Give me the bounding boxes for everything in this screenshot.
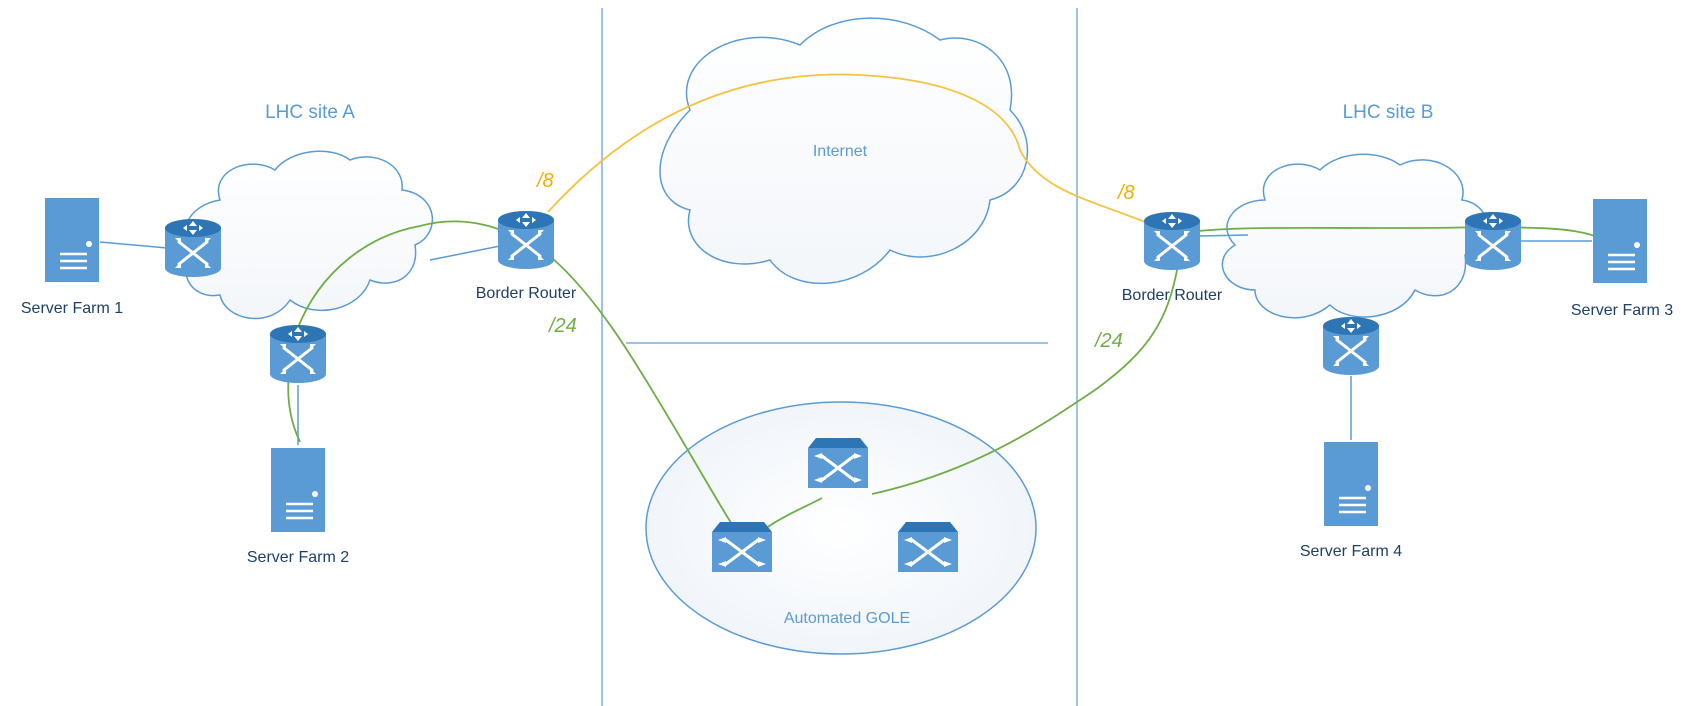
prefix-a-gole: /24 xyxy=(547,315,577,337)
server-farm-3-label: Server Farm 3 xyxy=(1571,302,1673,319)
site-b-green-path xyxy=(1197,226,1621,254)
server-farm-1-label: Server Farm 1 xyxy=(21,300,123,317)
border-router-a-label: Border Router xyxy=(476,285,577,302)
server-icon xyxy=(269,446,327,534)
router-icon xyxy=(268,323,328,385)
link-cloudA-border xyxy=(429,245,501,261)
link-borderB-cloudB xyxy=(1197,234,1249,237)
gole-label: Automated GOLE xyxy=(784,610,910,627)
router-icon xyxy=(1321,315,1381,377)
server-farm-4-label: Server Farm 4 xyxy=(1300,543,1402,560)
border-router-b-label: Border Router xyxy=(1122,287,1223,304)
switch-icon xyxy=(806,436,870,490)
router-icon xyxy=(496,209,556,271)
server-icon xyxy=(1322,440,1380,528)
gole-ellipse xyxy=(645,401,1037,655)
cloud-icon xyxy=(1221,153,1488,319)
router-icon xyxy=(163,217,223,279)
link-farm1-router xyxy=(99,241,168,249)
gole-path-b xyxy=(871,264,1179,495)
internet-path xyxy=(547,73,1146,223)
cloud-icon xyxy=(185,150,434,320)
prefix-a-internet: /8 xyxy=(535,170,554,192)
router-icon xyxy=(1142,210,1202,272)
router-icon xyxy=(43,196,101,284)
switch-icon xyxy=(896,520,960,574)
prefix-b-gole: /24 xyxy=(1093,330,1123,352)
prefix-b-internet: /8 xyxy=(1116,182,1135,204)
server-farm-2-label: Server Farm 2 xyxy=(247,549,349,566)
site-b-label: LHC site B xyxy=(1343,102,1434,123)
switch-icon xyxy=(710,520,774,574)
internet-label: Internet xyxy=(813,143,868,160)
router-icon xyxy=(1463,210,1523,272)
server-icon xyxy=(1591,197,1649,285)
gole-path-a xyxy=(551,257,743,541)
site-a-label: LHC site A xyxy=(265,102,355,123)
